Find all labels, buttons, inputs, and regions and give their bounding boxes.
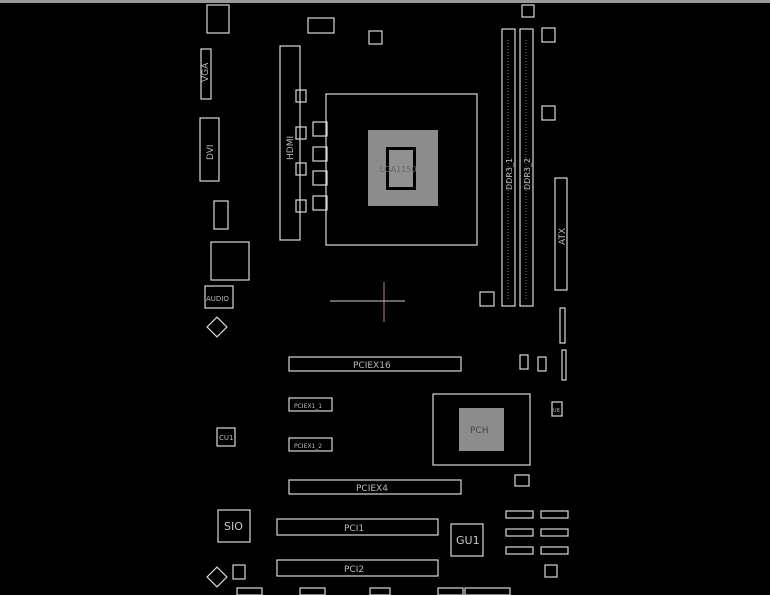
- vga-label: VGA: [201, 62, 211, 82]
- hdmi-label: HDMI: [286, 136, 296, 160]
- hdmi-connector: [279, 45, 301, 241]
- ddr2-label: DDR3_2: [523, 158, 532, 190]
- atx-label: ATX: [558, 228, 568, 245]
- cpu-socket: [325, 93, 478, 246]
- cpu-label: LGA1150: [380, 165, 417, 174]
- pci1-label: PCI1: [344, 524, 364, 534]
- pci2-label: PCI2: [344, 565, 364, 575]
- cu1-label: CU1: [219, 434, 233, 442]
- viewer-top-border: [0, 0, 770, 3]
- pciex1-1-slot: [288, 397, 333, 412]
- pch-label: PCH: [470, 426, 488, 436]
- gu1-label: GU1: [456, 534, 480, 547]
- pciex4-slot: [288, 479, 462, 495]
- atx-connector: [554, 177, 568, 291]
- crosshair-cursor: [330, 282, 405, 322]
- vga-connector: [200, 48, 212, 100]
- audio-label: AUDIO: [206, 295, 229, 303]
- ddr3-1-slot: [501, 28, 516, 307]
- cu1-chip: [216, 427, 236, 447]
- pch-outline: [432, 393, 531, 466]
- vrm-chokes: [295, 17, 383, 213]
- pciex1-2-slot: [288, 437, 333, 452]
- pci2-slot: [276, 559, 439, 577]
- gu1-chip: [450, 523, 484, 557]
- pch-chip: [459, 408, 504, 451]
- u8-label: U8: [553, 408, 560, 414]
- board-outline-left: VGA DVI AUDIO CU1 SIO: [199, 4, 251, 588]
- pciex4-label: PCIEX4: [356, 484, 388, 494]
- pciex16-slot: [288, 356, 462, 372]
- pciex1-2-label: PCIEX1_2: [294, 443, 322, 450]
- dvi-label: DVI: [206, 144, 216, 160]
- pciex16-label: PCIEX16: [353, 361, 391, 371]
- front-headers: [232, 474, 569, 595]
- ddr1-label: DDR3_1: [505, 158, 514, 190]
- audio-connector: [204, 285, 234, 309]
- dvi-connector: [199, 117, 220, 182]
- pciex1-1-label: PCIEX1_1: [294, 403, 322, 410]
- pci1-slot: [276, 518, 439, 536]
- ddr3-2-slot: [519, 28, 534, 307]
- sio-label: SIO: [224, 520, 243, 533]
- sio-chip: [217, 509, 251, 543]
